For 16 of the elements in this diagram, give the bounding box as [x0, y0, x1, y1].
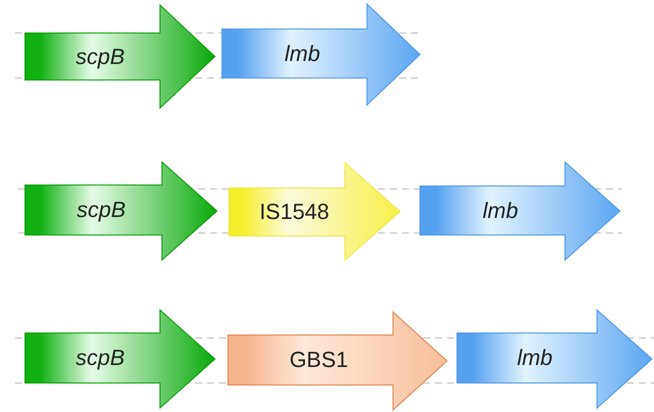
- gene-symbol: [420, 162, 620, 260]
- gene-symbol: [457, 310, 652, 408]
- gene-label: lmb: [482, 200, 518, 222]
- gene-label: GBS1: [289, 349, 348, 371]
- gene-symbol: [229, 163, 400, 260]
- gene-symbol: [222, 4, 420, 105]
- gene-label: IS1548: [259, 201, 330, 223]
- gene-symbol: [25, 5, 215, 108]
- gene-symbol: [228, 312, 447, 410]
- gene-symbol: [25, 310, 215, 408]
- gene-label: scpB: [76, 347, 125, 369]
- gene-label: scpB: [76, 199, 126, 221]
- gene-label: lmb: [517, 347, 553, 369]
- gene-label: scpB: [76, 46, 125, 68]
- gene-label: lmb: [284, 42, 320, 64]
- gene-symbol: [25, 162, 217, 260]
